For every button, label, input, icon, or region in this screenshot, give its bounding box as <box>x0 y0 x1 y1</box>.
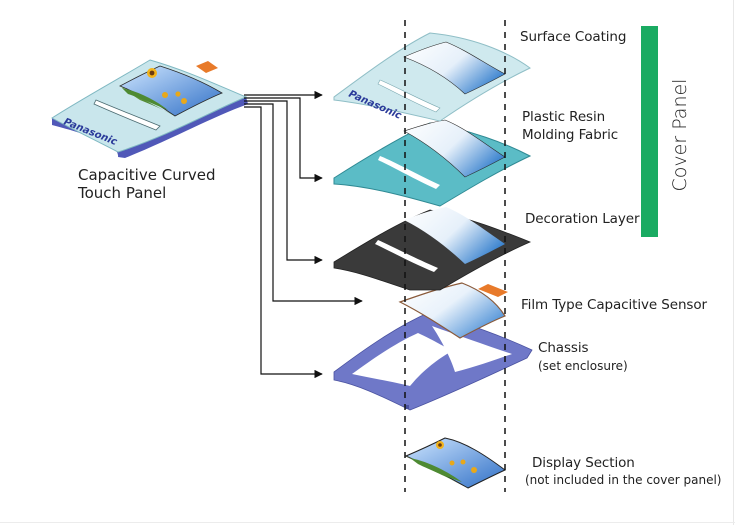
arrow-to-decoration-layer <box>244 100 323 265</box>
label-molding-fabric: Molding Fabric <box>522 127 619 143</box>
arrow-to-chassis <box>244 106 323 379</box>
panel-title-line2: Touch Panel <box>77 184 166 202</box>
layer-plastic-resin <box>333 119 532 207</box>
layer-decoration <box>333 207 532 291</box>
right-border <box>733 0 734 525</box>
panel-display-photo <box>119 65 223 117</box>
connector-arrows <box>244 90 363 379</box>
cover-panel-label-text: Cover Panel <box>669 78 691 192</box>
label-chassis-sub: (set enclosure) <box>538 359 628 373</box>
label-film-sensor: Film Type Capacitive Sensor <box>521 297 707 313</box>
label-display-section-sub: (not included in the cover panel) <box>525 473 722 487</box>
label-chassis: Chassis <box>538 340 589 356</box>
layer-display-section <box>404 437 506 489</box>
panel-title-line1: Capacitive Curved <box>78 166 216 184</box>
label-plastic-resin: Plastic Resin <box>522 109 606 125</box>
bottom-border <box>0 522 735 523</box>
label-surface-coating: Surface Coating <box>520 29 627 45</box>
arrow-to-plastic-resin <box>244 97 323 183</box>
cover-panel-label: Cover Panel <box>668 78 692 192</box>
layer-surface-coating: Panasonic <box>333 32 531 122</box>
assembled-touch-panel: Panasonic <box>51 59 248 158</box>
panel-slot <box>93 99 161 131</box>
arrow-to-film-sensor <box>244 103 363 306</box>
label-decoration-layer: Decoration Layer <box>525 211 640 227</box>
flex-tab <box>196 61 218 73</box>
cover-panel-bar <box>641 26 658 237</box>
label-display-section: Display Section <box>532 455 635 471</box>
layer-chassis <box>333 311 533 411</box>
